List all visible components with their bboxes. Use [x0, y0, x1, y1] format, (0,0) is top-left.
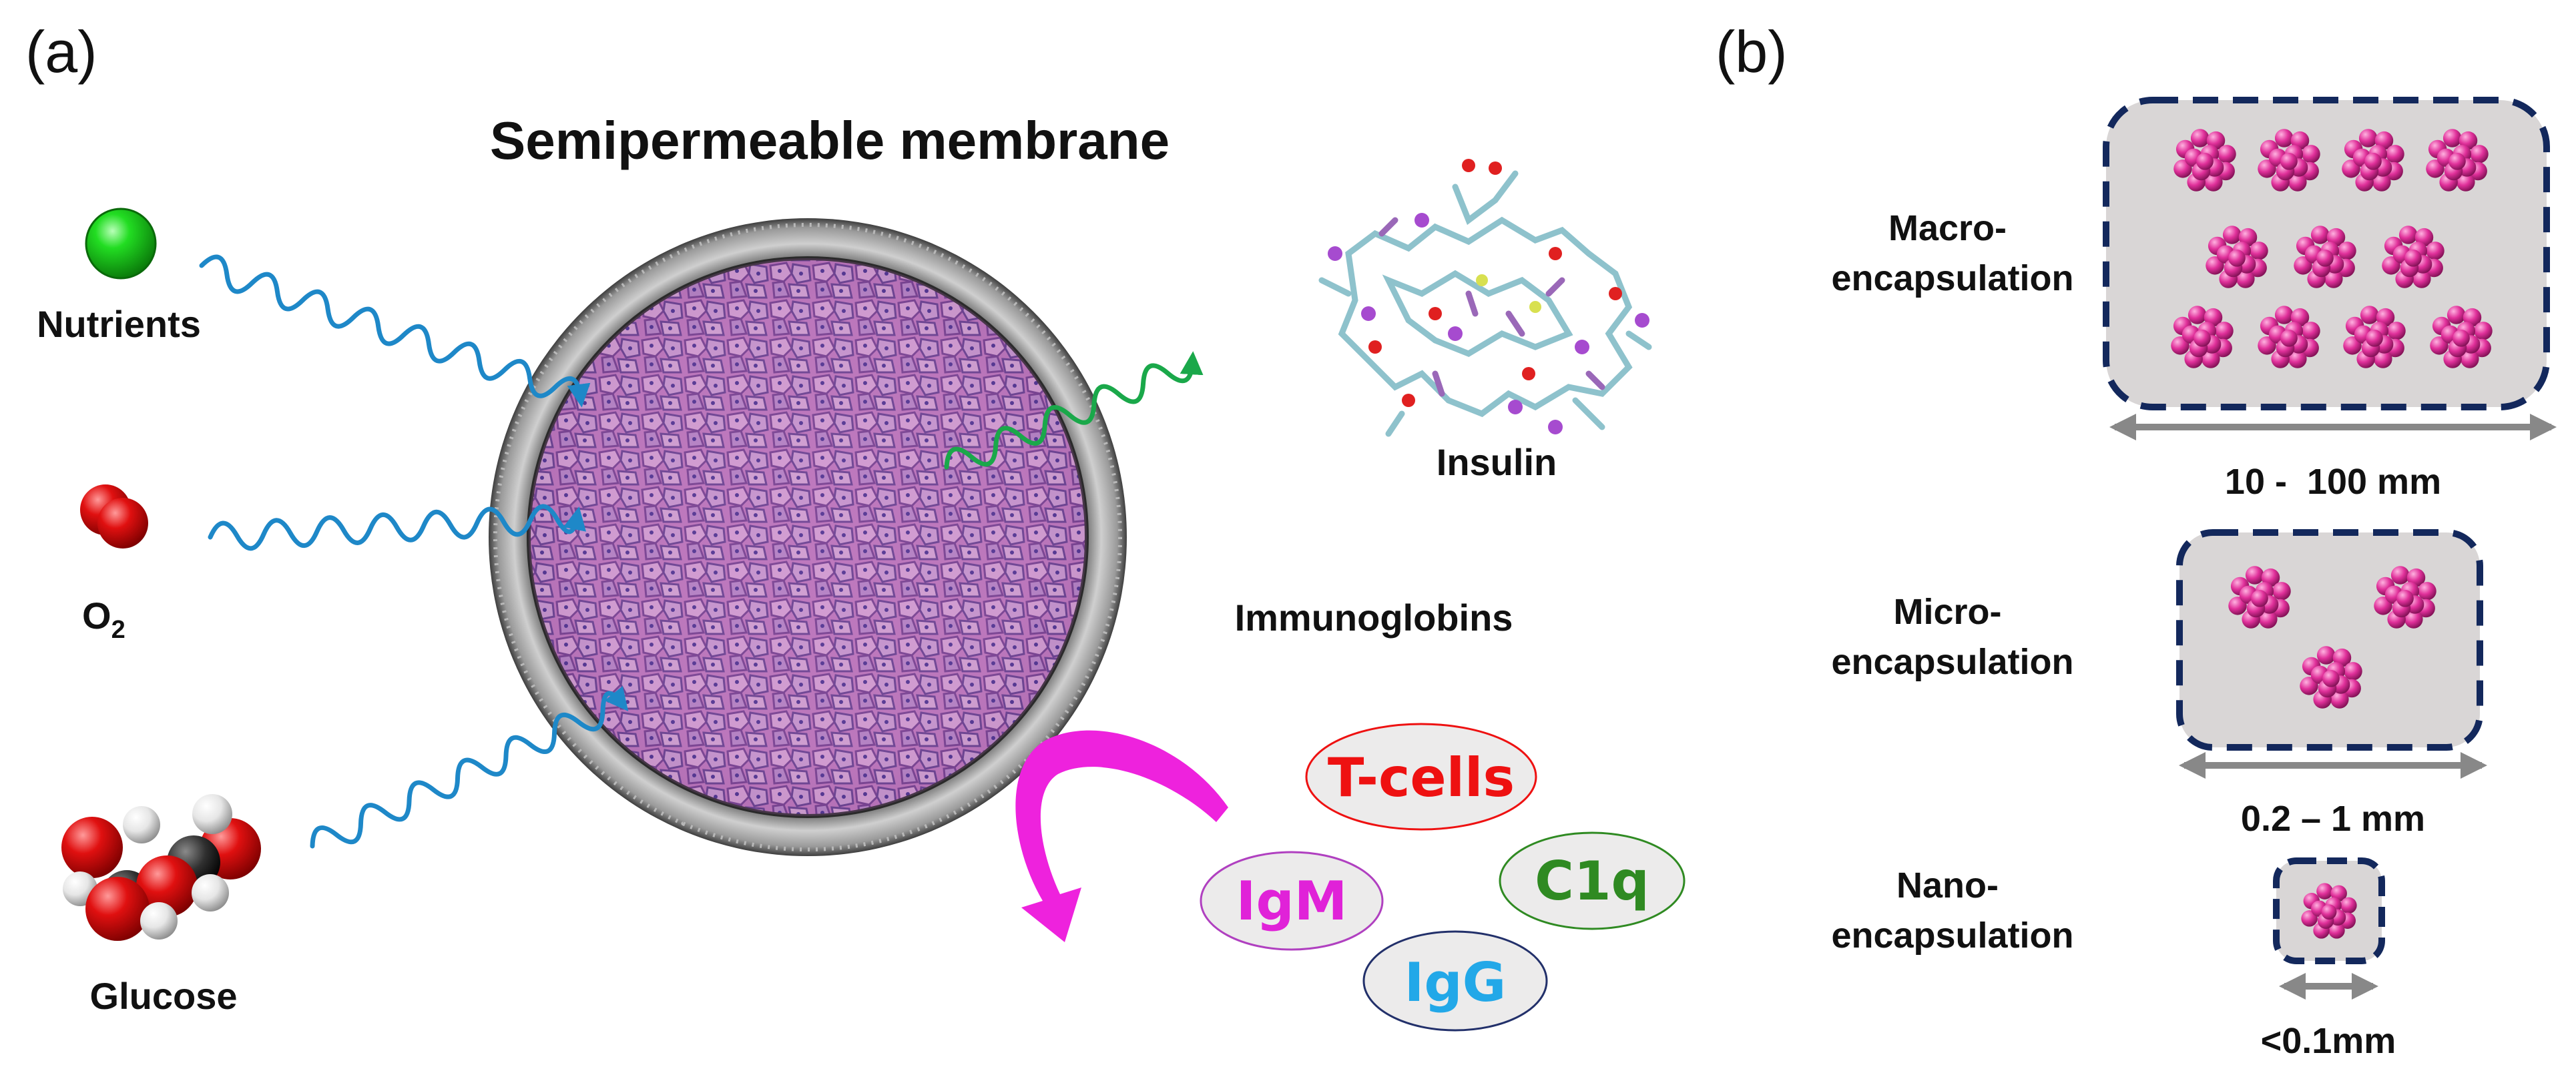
membrane-title: Semipermeable membrane — [490, 111, 1170, 170]
igg-pill: IgG — [1362, 930, 1548, 1032]
oxygen-label: O2 — [82, 595, 125, 644]
immune-rejection-arrow — [1015, 730, 1228, 942]
nutrient-arrow — [199, 254, 591, 408]
tcells-pill: T-cells — [1305, 723, 1537, 831]
insulin-molecule-icon — [1318, 159, 1652, 437]
panel-b-tag: (b) — [1716, 19, 1788, 85]
macro-label: Macro- encapsulation — [1831, 208, 2073, 298]
oxygen-arrow — [208, 504, 587, 551]
micro-label-line2: encapsulation — [1831, 642, 2073, 682]
oxygen-label-main: O — [82, 595, 111, 637]
insulin-label: Insulin — [1437, 441, 1557, 483]
nano-label-line1: Nano- — [1896, 865, 1999, 906]
semipermeable-membrane-capsule — [489, 218, 1127, 856]
tcells-label: T-cells — [1328, 747, 1515, 809]
igm-pill: IgM — [1200, 851, 1384, 951]
oxygen-label-subscript: 2 — [111, 616, 125, 644]
nutrient-sphere-icon — [85, 208, 157, 280]
immunoglobins-label: Immunoglobins — [1235, 597, 1513, 639]
macro-size-label: 10 - 100 mm — [2225, 462, 2441, 502]
nano-size-label: <0.1mm — [2261, 1021, 2396, 1061]
micro-label-line1: Micro- — [1893, 592, 2001, 632]
igg-label: IgG — [1404, 952, 1507, 1014]
macro-label-line2: encapsulation — [1831, 258, 2073, 298]
c1q-label: C1q — [1535, 850, 1649, 912]
glucose-label: Glucose — [90, 975, 238, 1017]
insulin-output-arrow — [944, 351, 1204, 470]
nutrients-label: Nutrients — [37, 303, 201, 345]
macro-label-line1: Macro- — [1888, 208, 2007, 248]
glucose-molecule-icon — [61, 794, 261, 941]
glucose-arrow — [310, 685, 629, 849]
nano-label-line2: encapsulation — [1831, 916, 2073, 956]
oxygen-molecule-icon — [80, 484, 148, 549]
nano-label: Nano- encapsulation — [1831, 865, 2073, 956]
igm-label: IgM — [1236, 870, 1348, 932]
micro-size-label: 0.2 – 1 mm — [2241, 799, 2425, 839]
panel-a-tag: (a) — [25, 19, 97, 85]
c1q-pill: C1q — [1499, 831, 1686, 930]
micro-capsule — [2176, 529, 2483, 751]
input-arrows — [199, 254, 629, 849]
micro-label: Micro- encapsulation — [1831, 592, 2073, 682]
